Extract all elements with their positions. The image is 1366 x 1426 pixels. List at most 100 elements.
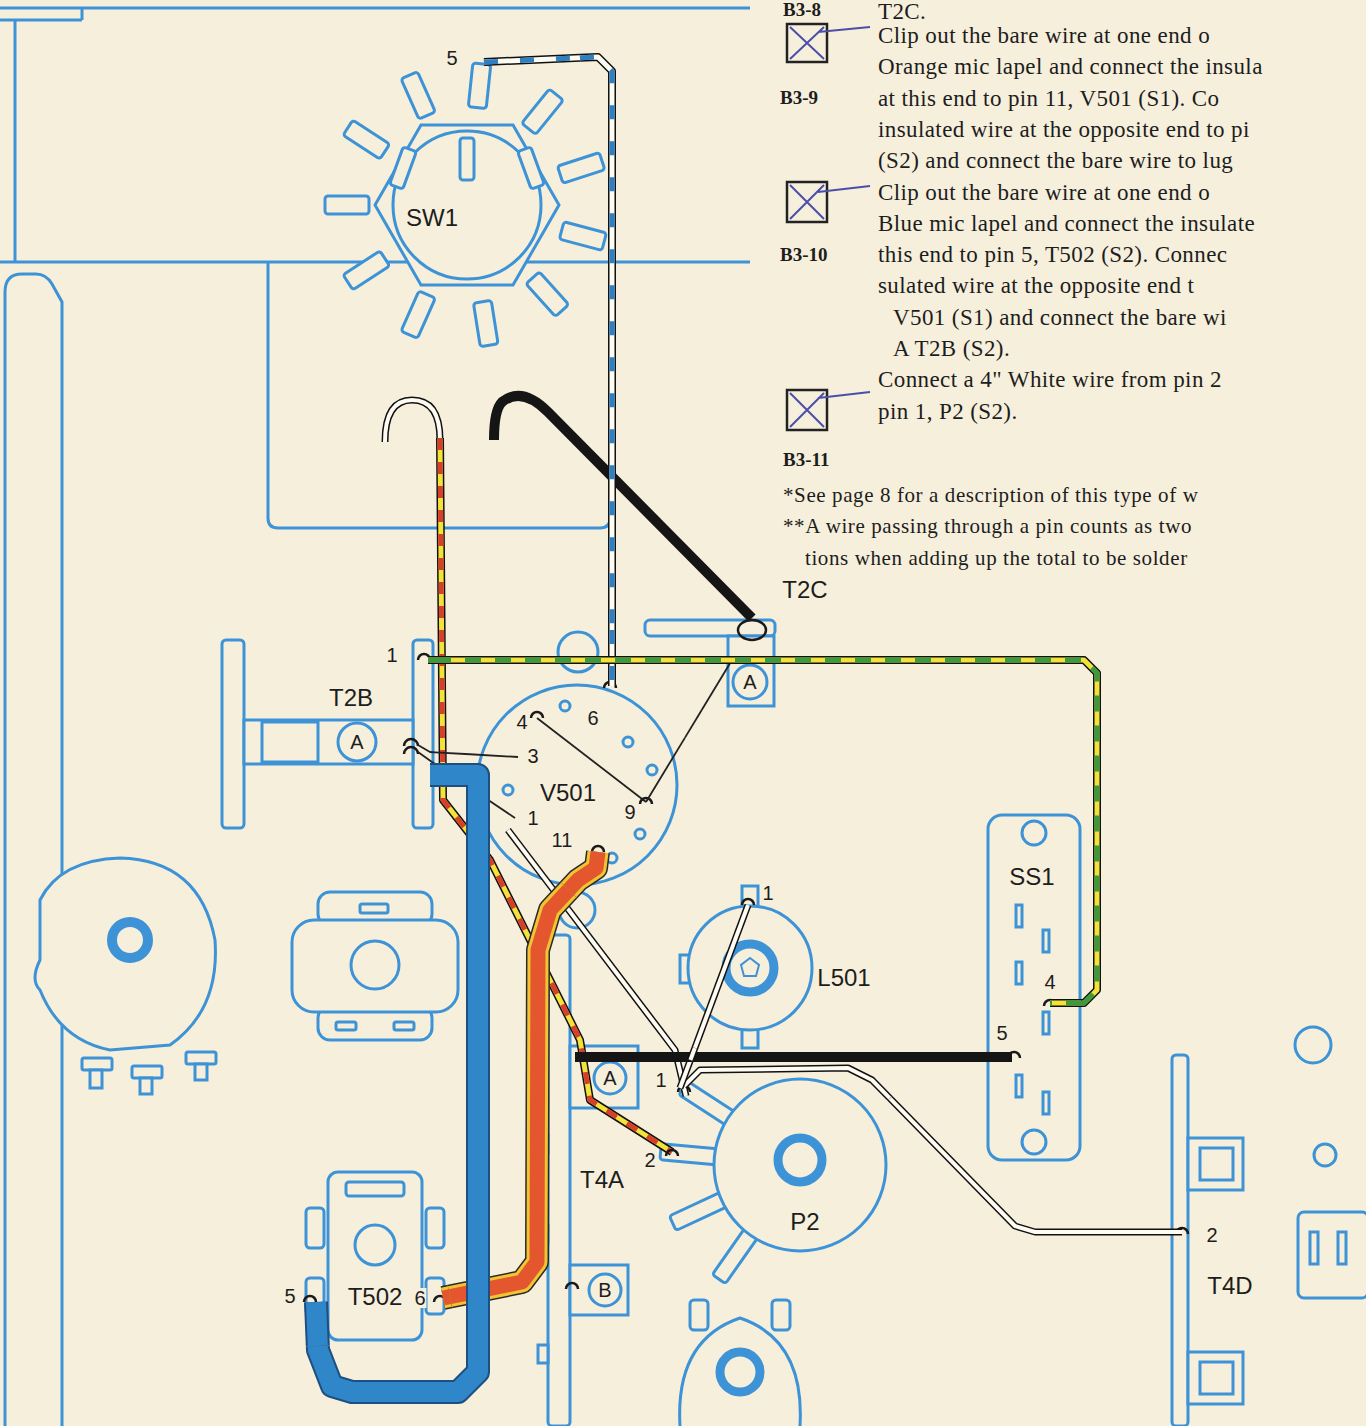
step-number: B3-9 [780,88,818,107]
wire-stub [316,1302,318,1346]
wire-path [428,658,435,663]
wire-path [580,57,612,630]
wire-path [575,1052,645,1062]
pin-number: 11 [551,830,574,850]
outlet-symbol [988,815,1080,1160]
pin-number: 2 [1205,1225,1218,1245]
instruction-text: Clip out the bare wire at one end o [878,24,1210,47]
step-number: B3-11 [783,450,829,469]
wire-path [430,765,435,785]
pin-number: 1 [761,883,774,903]
component-label: T2B [327,685,375,711]
wire-connector [318,775,478,1392]
socket-symbol [292,892,1366,1426]
terminal-strip: T4A [545,935,645,1385]
transformer: T502 [300,1168,450,1346]
coil-symbol [680,886,812,1048]
wire-path [684,1068,890,1098]
lug-letter: A [349,732,364,752]
instruction-text: Blue mic lapel and connect the insulate [878,212,1255,235]
wire-path [318,775,478,1392]
wire-connector [435,752,470,754]
pin-number: 4 [1043,972,1056,992]
lug-letter: B [597,1280,612,1300]
wire-path [569,852,598,890]
wire-stub [428,660,435,661]
pin-number: 4 [515,712,528,732]
wire-stub [695,905,748,1048]
potentiometer: P2 [670,1060,890,1260]
switch-symbol [325,63,606,347]
wire-path [580,57,612,630]
wire-stub [508,830,554,890]
wire-stub [443,1297,450,1298]
wire-stub [418,752,435,764]
step-number: B3-10 [780,245,828,264]
solder-loops [304,620,1188,1302]
wire-path [684,1068,890,1098]
pin-number: 6 [413,1288,426,1308]
component-label: SW1 [404,205,460,231]
instruction-text: A T2B (S2). [893,337,1010,360]
wire-path [569,852,598,890]
rotary-switch: SW1 [350,45,580,335]
wire-path [695,905,748,1048]
instruction-text: V501 (S1) and connect the bare wi [893,306,1227,329]
pin-number: 5 [283,1286,296,1306]
terminal-strip: T2C [640,575,840,710]
instruction-text: insulated wire at the opposite end to pi [878,118,1250,141]
instruction-text: pin 1, P2 (S2). [878,400,1018,423]
wire-stub [646,738,685,802]
wire-path [435,752,470,754]
check-boxes [787,24,870,430]
wire-connector [580,57,612,630]
wire-path [430,763,435,787]
wire-path [554,890,678,1060]
component-label: SS1 [1007,864,1056,890]
component-label: P2 [788,1209,821,1235]
pin-number: 6 [586,708,599,728]
instruction-text: Clip out the bare wire at one end o [878,181,1210,204]
wire-path [316,1302,318,1346]
instruction-text: Orange mic lapel and connect the insula [878,55,1263,78]
wire-path [690,1048,694,1060]
chassis-outline [0,8,750,1426]
pin-number: 1 [526,808,539,828]
component-label: L501 [815,965,872,991]
component-label: T502 [346,1284,405,1310]
wire-stub [575,1057,645,1058]
wire-stub [1165,1232,1182,1233]
wire-path [428,656,435,664]
wire-connector [685,710,702,738]
instruction-text: at this end to pin 11, V501 (S1). Co [878,87,1220,110]
step-number: B3-8 [783,0,821,19]
wire-path [680,1060,690,1088]
terminal-strip: T4D [1165,1055,1330,1426]
wire-stub [569,852,598,890]
wire-path [318,775,478,1392]
wire-path [1165,1229,1182,1236]
wire-path [1050,1001,1082,1006]
pin-number: 2 [643,1150,656,1170]
wire-stub [418,745,435,752]
wire-stub [702,660,732,710]
wire-connector [890,1098,1165,1232]
wire-path [484,58,580,62]
wire-path [890,1098,1165,1232]
wire-stub [1050,1003,1082,1004]
footnote-text: tions when adding up the total to be sol… [805,548,1188,569]
component-label: V501 [538,780,598,806]
wire-path [484,58,580,62]
wire-stub [470,754,518,757]
footnote-text: *See page 8 for a description of this ty… [783,485,1198,506]
instruction-text: this end to pin 5, T502 (S2). Connec [878,243,1227,266]
wire-path [690,1048,694,1060]
terminal-strip: T2B [220,640,435,830]
wire-path [695,905,748,1048]
wire-path [484,58,580,62]
wire-path [508,830,554,890]
wire-path [646,738,685,802]
footnote-text: **A wire passing through a pin counts as… [783,516,1192,537]
wire-path [890,1098,1165,1232]
